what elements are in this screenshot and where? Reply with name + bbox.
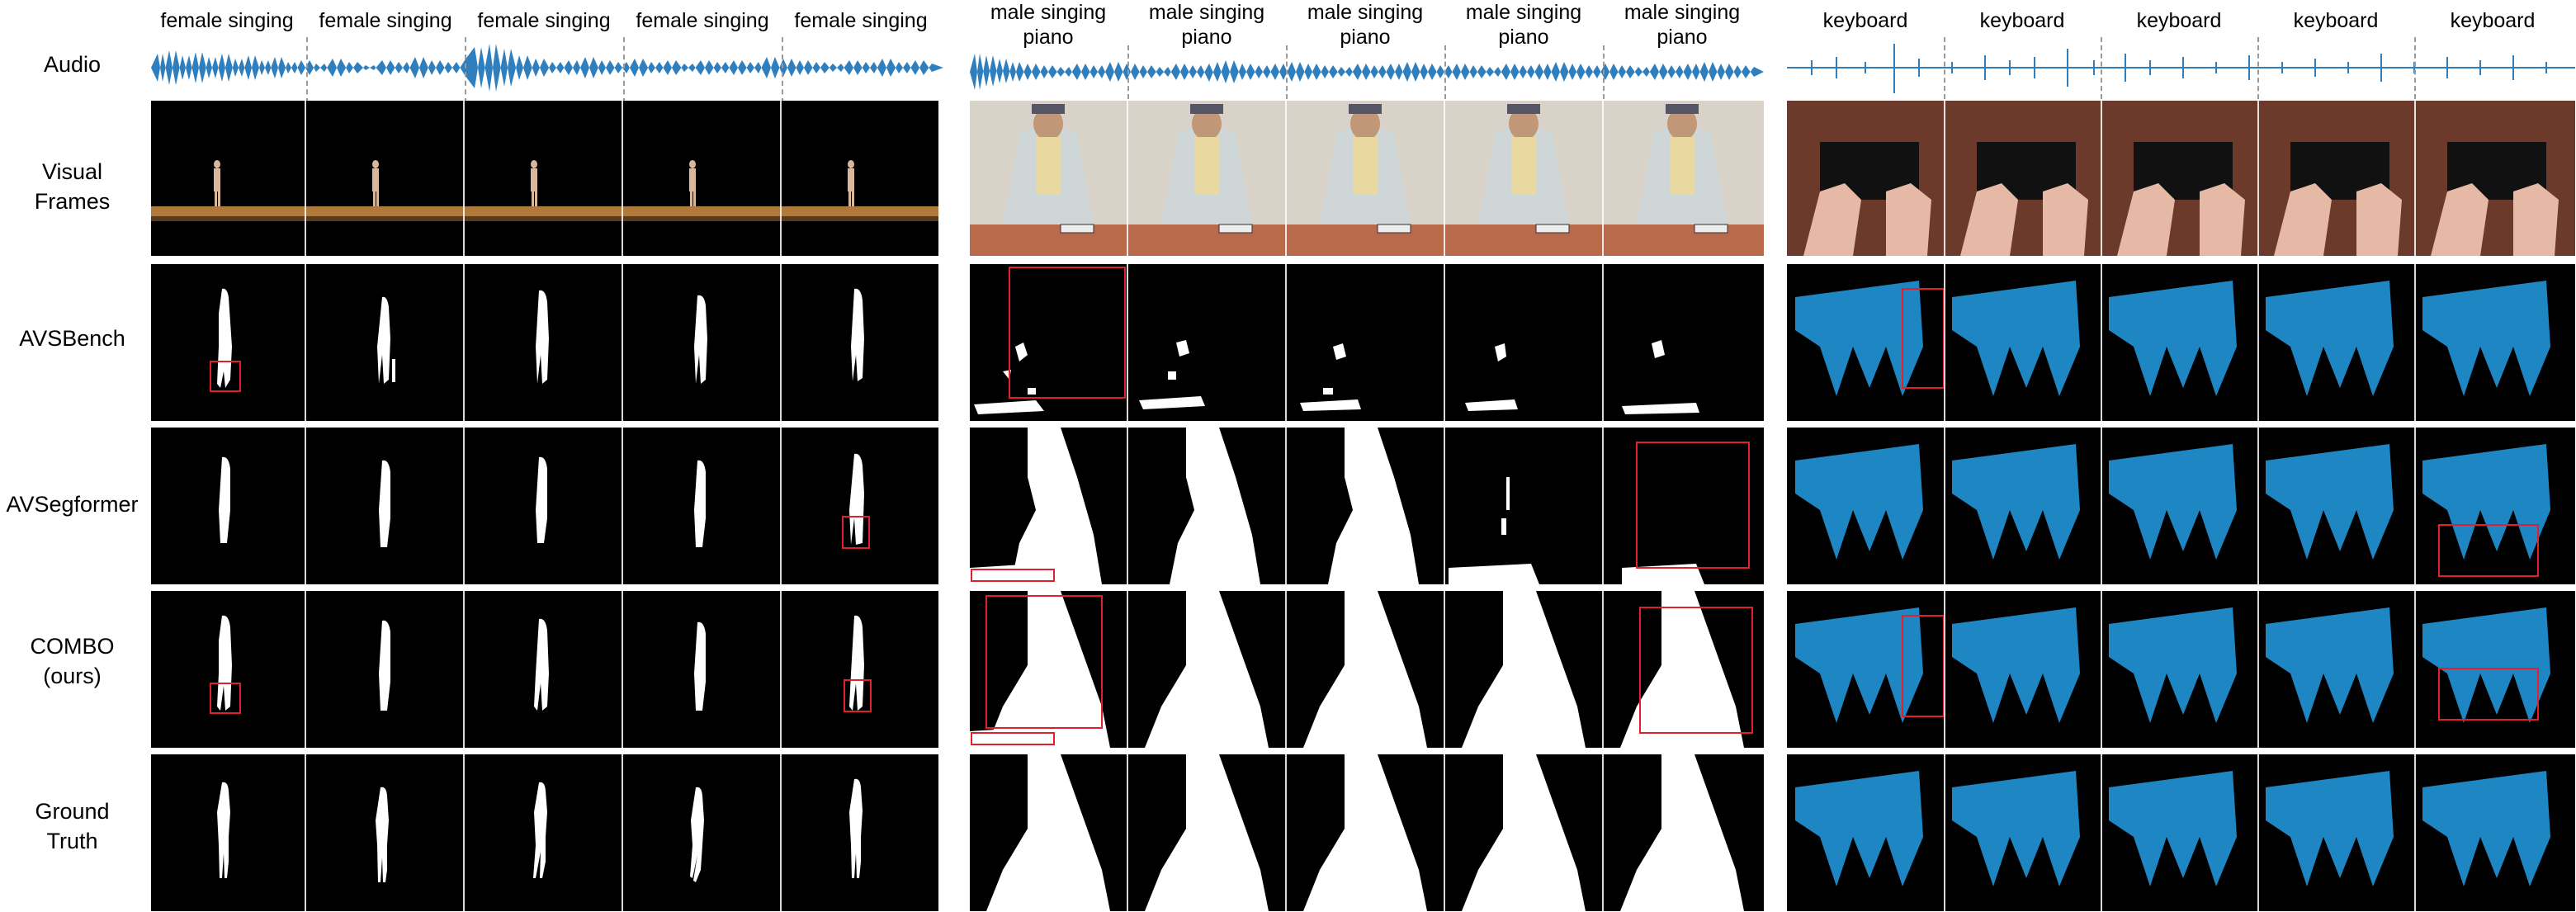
column-separator (1944, 101, 1945, 912)
caption-keyboard-5: keyboard (2450, 9, 2536, 32)
row-label-visual-line2: Frames (34, 189, 111, 214)
mask-row-groundtruth-female (151, 754, 938, 911)
frame-divider (1603, 45, 1605, 99)
caption-keyboard-2: keyboard (1979, 9, 2065, 32)
caption-male-3: male singing piano (1287, 0, 1444, 50)
mask-row-avsbench-male (970, 264, 1764, 421)
caption-female-3: female singing (477, 9, 611, 32)
caption-keyboard-1: keyboard (1822, 9, 1908, 32)
column-separator (1444, 101, 1445, 912)
row-label-visual-frames: Visual Frames (0, 157, 144, 216)
frame-divider (1127, 45, 1129, 99)
audio-waveform-male (970, 45, 1764, 99)
caption-male-2: male singing piano (1128, 0, 1285, 50)
caption-male-4: male singing piano (1445, 0, 1602, 50)
caption-male-4-line2: piano (1498, 26, 1549, 49)
row-label-ground-truth: Ground Truth (0, 796, 144, 856)
row-label-audio: Audio (43, 52, 102, 77)
caption-female-5: female singing (794, 9, 928, 32)
column-separator (780, 101, 782, 912)
audio-waveform-female (151, 37, 943, 99)
caption-male-1-line1: male singing (990, 1, 1107, 24)
caption-keyboard-4: keyboard (2293, 9, 2379, 32)
mask-row-avsegformer-female (151, 428, 938, 584)
column-separator (1285, 101, 1287, 912)
row-label-gt-line1: Ground (35, 799, 110, 824)
frame-divider (1286, 45, 1288, 99)
caption-male-1: male singing piano (970, 0, 1127, 50)
column-separator (622, 101, 623, 912)
row-label-combo-line2: (ours) (43, 664, 102, 688)
mask-row-avsegformer-keyboard (1787, 428, 2575, 584)
column-separator (305, 101, 306, 912)
caption-keyboard-3: keyboard (2136, 9, 2222, 32)
caption-male-5: male singing piano (1604, 0, 1761, 50)
caption-male-3-line1: male singing (1307, 1, 1424, 24)
mask-row-avsbench-female (151, 264, 938, 421)
caption-male-2-line2: piano (1181, 26, 1232, 49)
mask-row-groundtruth-male (970, 754, 1764, 911)
frame-divider (2101, 37, 2102, 99)
frame-divider (1944, 37, 1945, 99)
caption-male-5-line2: piano (1657, 26, 1708, 49)
mask-row-combo-male (970, 591, 1764, 748)
row-label-visual-line1: Visual (41, 159, 103, 184)
mask-row-groundtruth-keyboard (1787, 754, 2575, 911)
row-label-combo: COMBO (ours) (0, 631, 144, 691)
caption-male-2-line1: male singing (1148, 1, 1265, 24)
frame-divider (306, 37, 308, 103)
mask-row-combo-keyboard (1787, 591, 2575, 748)
mask-row-avsegformer-male (970, 428, 1764, 584)
frame-divider (1444, 45, 1446, 99)
mask-row-avsbench-keyboard (1787, 264, 2575, 421)
frame-divider (623, 37, 625, 103)
caption-male-5-line1: male singing (1624, 1, 1741, 24)
frame-divider (782, 37, 783, 103)
caption-female-2: female singing (319, 9, 452, 32)
column-separator (2257, 101, 2259, 912)
caption-male-1-line2: piano (1023, 26, 1074, 49)
frame-male (970, 101, 1764, 256)
caption-female-1: female singing (160, 9, 294, 32)
frame-divider (2257, 37, 2259, 99)
column-separator (463, 101, 465, 912)
caption-male-3-line2: piano (1340, 26, 1391, 49)
frame-female (151, 101, 938, 256)
frame-divider (465, 37, 466, 103)
audio-waveform-keyboard (1787, 37, 2575, 99)
column-separator (1127, 101, 1128, 912)
mask-row-combo-female (151, 591, 938, 748)
column-separator (2101, 101, 2102, 912)
frame-keyboard (1787, 101, 2575, 256)
row-label-combo-line1: COMBO (30, 634, 115, 659)
column-separator (2414, 101, 2416, 912)
row-label-avsbench: AVSBench (19, 326, 125, 351)
caption-female-4: female singing (636, 9, 769, 32)
caption-male-4-line1: male singing (1465, 1, 1582, 24)
row-label-gt-line2: Truth (46, 829, 98, 853)
row-label-avsegformer: AVSegformer (6, 492, 139, 517)
column-separator (1602, 101, 1604, 912)
frame-divider (2414, 37, 2416, 99)
